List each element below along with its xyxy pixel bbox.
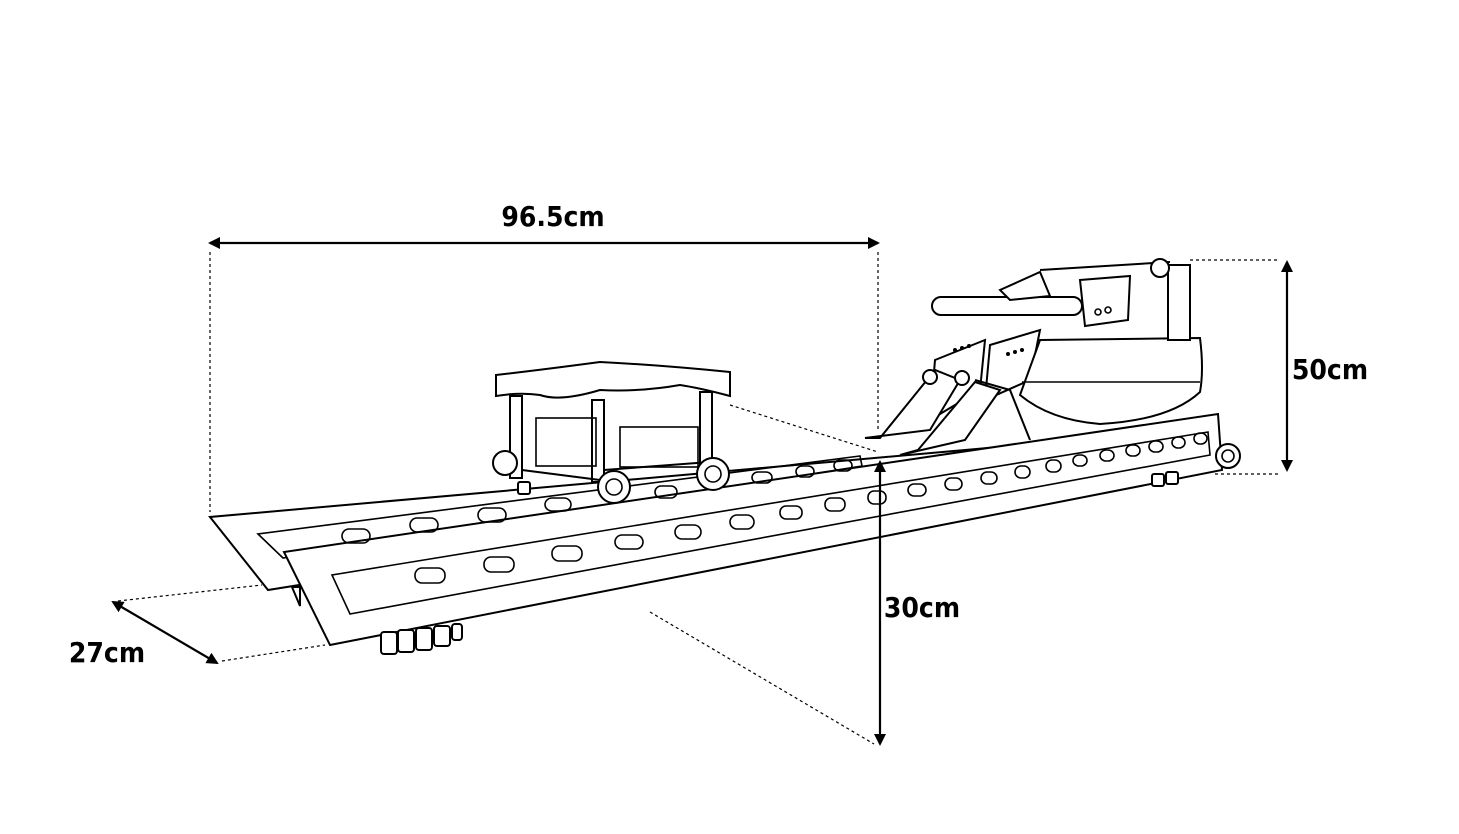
rail-height-dimension: 30cm	[649, 460, 960, 746]
length-dimension: 96.5cm	[208, 200, 880, 512]
sliding-seat	[492, 360, 731, 504]
water-tank	[1018, 261, 1203, 426]
rail-height-label: 30cm	[884, 591, 960, 624]
handle-and-monitor	[931, 258, 1170, 328]
total-height-label: 50cm	[1292, 353, 1368, 386]
rowing-machine-illustration	[208, 258, 1241, 655]
front-feet	[380, 471, 1179, 655]
total-height-dimension: 50cm	[1190, 259, 1368, 475]
width-label: 27cm	[69, 636, 145, 669]
double-arrow-icon	[111, 600, 219, 665]
width-dimension: 27cm	[69, 584, 326, 669]
footrests	[864, 328, 1042, 456]
rail-holes	[341, 432, 1208, 584]
length-label: 96.5cm	[501, 200, 604, 233]
front-rail	[282, 412, 1241, 655]
